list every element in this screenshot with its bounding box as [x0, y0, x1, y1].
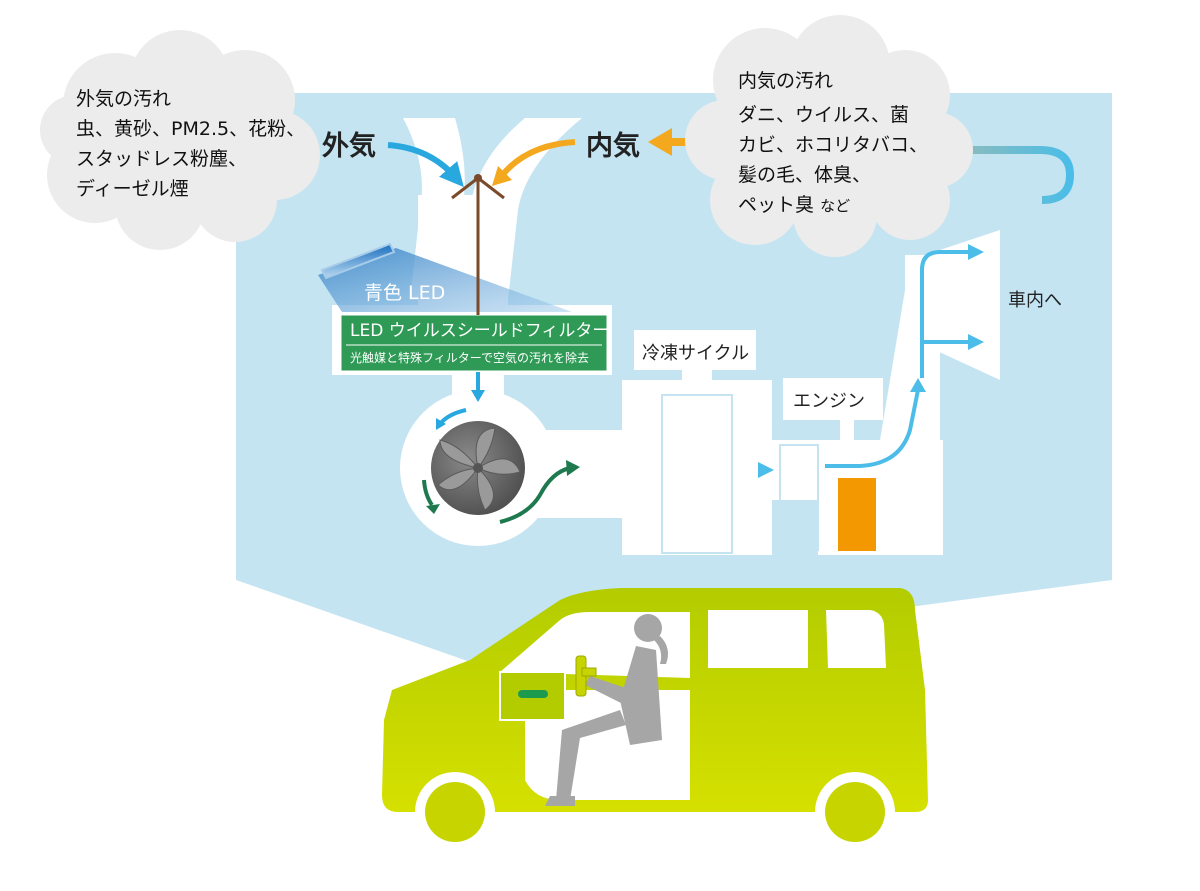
outside-air-label: 外気 — [322, 131, 376, 162]
exit-flow-arrowhead — [910, 378, 926, 392]
inside-air-arrowhead — [492, 166, 512, 186]
inside-dirt-cloud — [685, 15, 973, 257]
driver-figure-icon — [545, 614, 668, 806]
main-flow-arrowhead — [758, 462, 774, 478]
intake-arrowhead — [648, 128, 672, 156]
led-filter-box — [338, 312, 610, 374]
fan-arrow-out — [499, 466, 571, 524]
refrigeration-core — [661, 394, 733, 554]
inside-cloud-line-last: ペット臭 など — [738, 190, 850, 221]
engine-block — [838, 478, 876, 551]
outside-cloud-line: ディーゼル煙 — [76, 178, 189, 200]
exit-flow-arrow — [825, 389, 920, 468]
steering-wheel — [575, 655, 597, 697]
inside-cloud-suffix: など — [820, 197, 851, 215]
refrigeration-cycle-label: 冷凍サイクル — [642, 343, 750, 364]
engine-label: エンジン — [793, 391, 865, 412]
inside-cloud-line: ペット臭 — [738, 194, 815, 216]
fan-arrow-top-head — [436, 418, 446, 430]
car-icon — [382, 588, 928, 852]
inside-air-arrow — [497, 139, 576, 180]
led-filter-title: LED ウイルスシールドフィルター — [350, 321, 610, 341]
lever-pivot — [474, 174, 482, 182]
inside-cloud-line: ダニ、ウイルス、菌 — [738, 104, 910, 126]
outside-cloud-title: 外気の汚れ — [76, 88, 172, 110]
blue-led-label: 青色 LED — [364, 282, 446, 304]
fan-arrow-left-head — [426, 504, 440, 514]
inside-cloud-line: カビ、ホコリタバコ、 — [738, 134, 929, 156]
inside-cloud-line: 髪の毛、体臭、 — [738, 164, 872, 186]
refrigeration-label-box — [634, 330, 756, 370]
outside-dirt-cloud — [40, 30, 320, 250]
damper-lever-icon — [451, 176, 505, 315]
fan-icon — [431, 421, 525, 515]
heater-core-frame — [779, 444, 819, 551]
blue-led-lamp-icon — [320, 242, 396, 280]
led-beam — [318, 248, 572, 312]
vent-upper-arrow — [920, 250, 972, 300]
led-filter-subtitle: 光触媒と特殊フィルターで空気の汚れを除去 — [350, 351, 590, 365]
outside-air-arrow — [387, 142, 464, 188]
engine-label-box — [783, 378, 883, 420]
fan-arrow-out-head — [566, 460, 580, 476]
outside-cloud-line: 虫、黄砂、PM2.5、花粉、 — [76, 118, 306, 140]
inside-cloud-title: 内気の汚れ — [738, 70, 834, 92]
fan-arrow-left — [422, 479, 434, 507]
inside-air-label: 内気 — [586, 131, 640, 162]
outside-cloud-line: スタッドレス粉塵、 — [76, 148, 248, 170]
vent-lower-arrowhead — [968, 334, 984, 350]
cabin-return-pipe — [962, 146, 1075, 204]
filter-down-arrowhead — [471, 390, 485, 402]
to-cabin-label: 車内へ — [1008, 290, 1062, 311]
vent-upper-arrowhead — [968, 244, 984, 260]
